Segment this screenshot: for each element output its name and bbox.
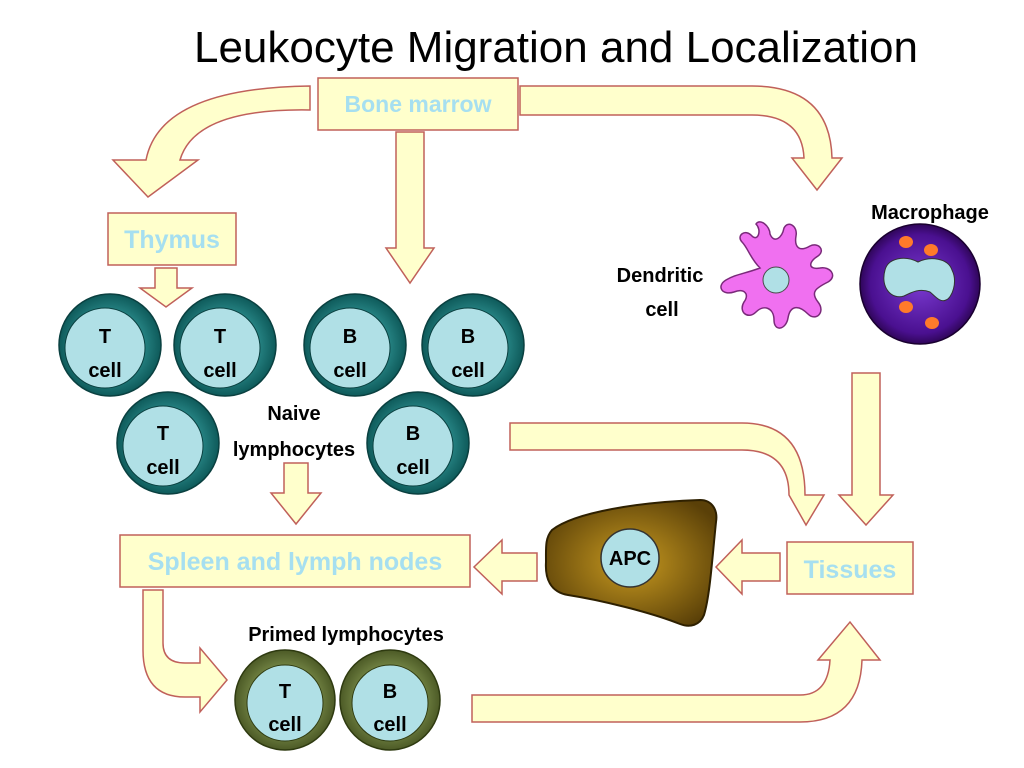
cell-letter: T xyxy=(279,681,291,703)
thymus-label: Thymus xyxy=(124,226,220,254)
macrophage-granule xyxy=(925,317,939,329)
naive-t-cell: T cell xyxy=(173,293,277,397)
primed-label: Primed lymphocytes xyxy=(248,624,444,646)
arrow-bone-to-thymus xyxy=(111,85,311,198)
cell-letter: B xyxy=(343,326,357,348)
arrow-naive-to-spleen xyxy=(269,462,323,526)
cell-word: cell xyxy=(146,457,179,479)
arrow-naive-to-tissues xyxy=(509,422,826,527)
box-thymus: Thymus xyxy=(107,212,237,266)
naive-label-line2: lymphocytes xyxy=(233,439,355,461)
naive-t-cell: T cell xyxy=(58,293,162,397)
cell-word: cell xyxy=(396,457,429,479)
macrophage-granule xyxy=(924,244,938,256)
dendritic-cell: Dendritic cell xyxy=(617,221,834,329)
macrophage-label: Macrophage xyxy=(871,202,989,224)
arrow-tissues-to-apc xyxy=(714,538,781,596)
bone-marrow-label: Bone marrow xyxy=(345,91,492,117)
dendritic-label-line1: Dendritic xyxy=(617,265,704,287)
naive-lymphocytes: T cell T cell T cell B cell B xyxy=(58,293,525,495)
apc-label: APC xyxy=(609,548,651,570)
arrow-primed-to-tissues xyxy=(471,620,882,723)
dendritic-label-line2: cell xyxy=(645,299,678,321)
naive-label-line1: Naive xyxy=(267,403,320,425)
box-spleen: Spleen and lymph nodes xyxy=(119,534,471,588)
tissues-label: Tissues xyxy=(804,556,897,584)
arrow-spleen-to-primed xyxy=(142,589,228,715)
arrow-thymus-to-tcells xyxy=(137,267,195,308)
apc-nucleus xyxy=(600,528,660,588)
arrows xyxy=(111,85,895,723)
primed-t-cell: T cell xyxy=(234,649,336,751)
dendritic-nucleus xyxy=(762,266,790,294)
cell-letter: T xyxy=(157,423,169,445)
cell-letter: B xyxy=(461,326,475,348)
naive-t-cell: T cell xyxy=(116,391,220,495)
primed-lymphocytes: Primed lymphocytes T cell B cell xyxy=(234,624,444,751)
primed-b-cell: B cell xyxy=(339,649,441,751)
box-bone-marrow: Bone marrow xyxy=(317,77,519,131)
cell-word: cell xyxy=(333,360,366,382)
cell-letter: B xyxy=(383,681,397,703)
box-tissues: Tissues xyxy=(786,541,914,595)
naive-b-cell: B cell xyxy=(421,293,525,397)
arrow-bone-to-bcells xyxy=(384,131,436,285)
cell-letter: B xyxy=(406,423,420,445)
apc: APC xyxy=(544,498,718,627)
arrow-apc-to-spleen xyxy=(472,538,538,596)
arrow-bone-to-macrophage xyxy=(519,85,844,192)
macrophage: Macrophage xyxy=(859,202,989,345)
page-title: Leukocyte Migration and Localization xyxy=(194,23,918,72)
naive-b-cell: B cell xyxy=(366,391,470,495)
cell-word: cell xyxy=(88,360,121,382)
spleen-label: Spleen and lymph nodes xyxy=(148,548,443,576)
naive-b-cell: B cell xyxy=(303,293,407,397)
cell-letter: T xyxy=(99,326,111,348)
macrophage-granule xyxy=(899,301,913,313)
cell-word: cell xyxy=(373,714,406,736)
cell-word: cell xyxy=(268,714,301,736)
macrophage-granule xyxy=(899,236,913,248)
cell-word: cell xyxy=(451,360,484,382)
cell-letter: T xyxy=(214,326,226,348)
macrophage-nucleus xyxy=(883,257,955,302)
cell-word: cell xyxy=(203,360,236,382)
arrow-macrophage-to-tissues xyxy=(837,372,895,527)
